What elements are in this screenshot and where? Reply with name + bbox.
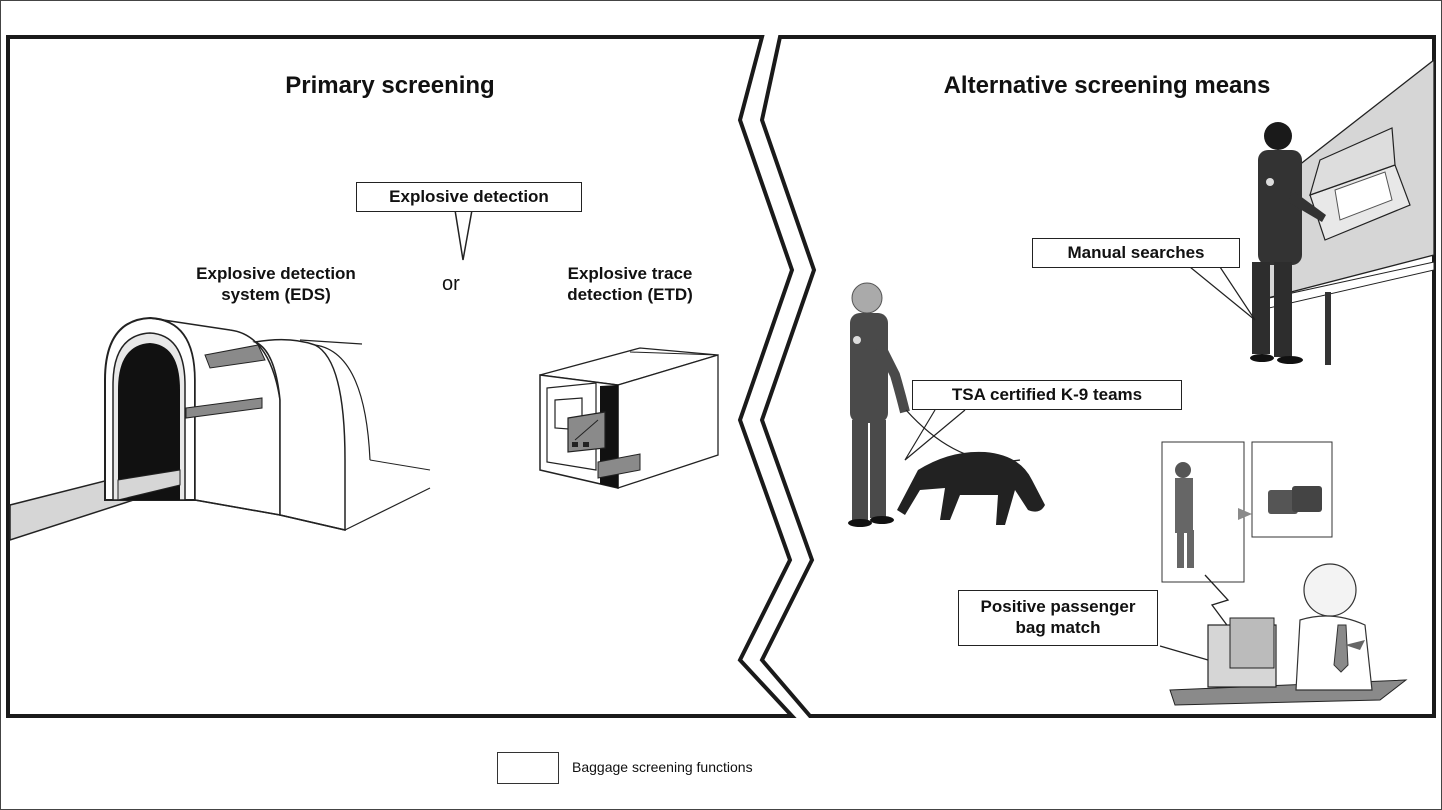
k9-team-illustration	[848, 282, 1045, 527]
primary-panel	[6, 35, 797, 718]
manual-searches-pointer	[1189, 266, 1256, 321]
eds-label-line2: system (EDS)	[221, 285, 331, 304]
eds-label: Explosive detection system (EDS)	[178, 263, 374, 305]
primary-screening-title: Primary screening	[285, 72, 495, 99]
legend-label: Baggage screening functions	[572, 759, 753, 775]
eds-label-line1: Explosive detection	[196, 264, 356, 283]
explosive-detection-callout: Explosive detection	[356, 182, 582, 212]
k9-teams-callout: TSA certified K-9 teams	[912, 380, 1182, 410]
legend-swatch	[497, 752, 559, 784]
bag-match-line2: bag match	[1015, 618, 1101, 637]
bag-match-callout: Positive passenger bag match	[958, 590, 1158, 646]
k9-pointer	[904, 409, 966, 461]
bag-match-pointer	[1159, 645, 1209, 661]
or-word: or	[442, 273, 460, 295]
etd-label: Explosive trace detection (ETD)	[546, 263, 714, 305]
manual-search-illustration	[1250, 58, 1435, 365]
bag-match-line1: Positive passenger	[980, 597, 1136, 616]
etd-machine-illustration	[539, 347, 719, 489]
manual-searches-callout: Manual searches	[1032, 238, 1240, 268]
alternative-screening-title: Alternative screening means	[943, 72, 1271, 99]
eds-machine-illustration	[9, 316, 431, 542]
etd-label-line2: detection (ETD)	[567, 285, 693, 304]
bag-match-illustration	[1161, 441, 1408, 706]
etd-label-line1: Explosive trace	[567, 264, 693, 283]
